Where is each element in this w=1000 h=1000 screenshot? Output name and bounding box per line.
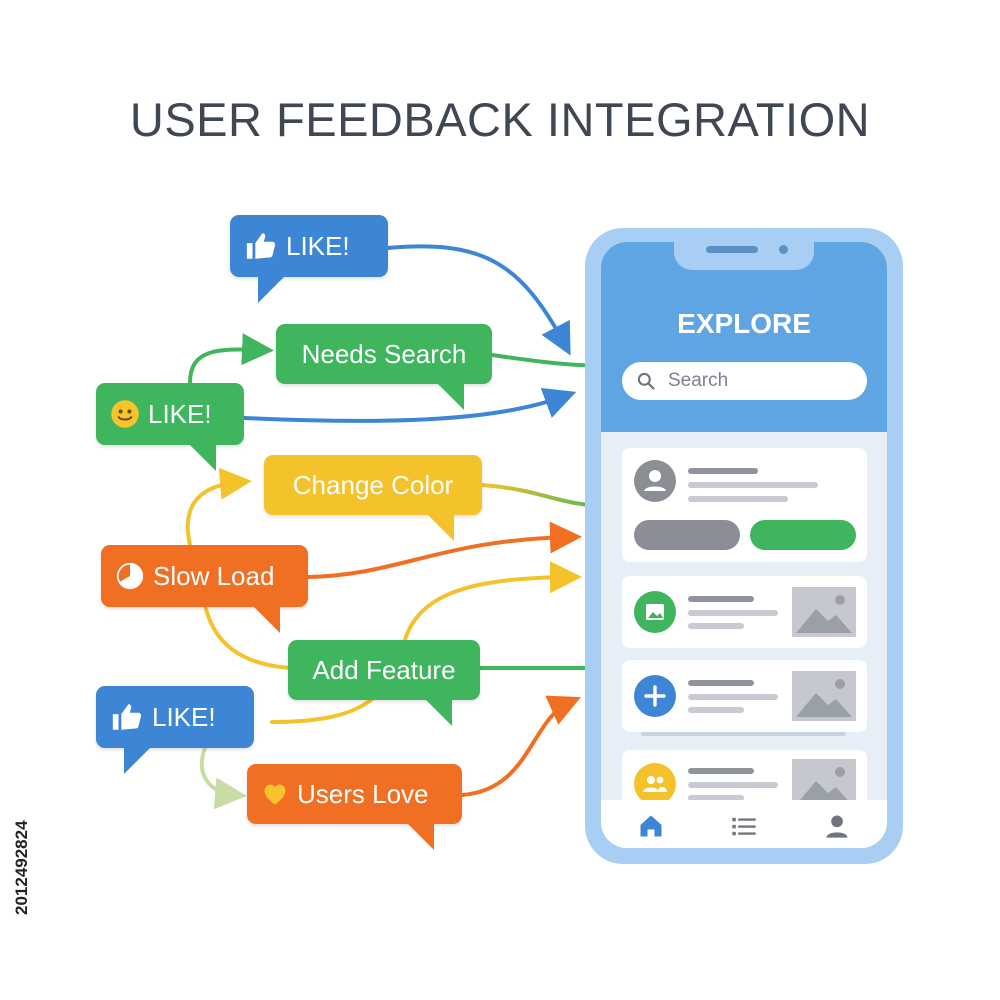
feedback-label: Change Color xyxy=(292,469,454,500)
content-card-profile[interactable] xyxy=(622,448,867,562)
feedback-label: LIKE! xyxy=(148,398,212,429)
text-line xyxy=(688,768,754,774)
text-line xyxy=(688,496,788,502)
feedback-label: Needs Search xyxy=(301,338,467,369)
image-placeholder xyxy=(792,671,856,721)
feedback-add-feature-bubble: Add Feature xyxy=(288,640,480,726)
arrow-slow-to-add-feature xyxy=(203,603,292,670)
phone-speaker xyxy=(706,246,758,253)
arrow-like1-to-phone xyxy=(386,244,571,356)
smiley-icon xyxy=(111,400,139,428)
avatar xyxy=(634,460,676,502)
feedback-label: LIKE! xyxy=(286,230,350,261)
group-badge xyxy=(634,763,676,805)
text-line xyxy=(688,610,778,616)
feedback-slow-load-bubble: Slow Load xyxy=(101,545,308,633)
user-icon xyxy=(644,470,666,491)
arrow-slow-load-to-card xyxy=(306,521,582,579)
thumbs-up-icon xyxy=(246,233,276,259)
image-placeholder xyxy=(792,587,856,637)
search-bar[interactable] xyxy=(622,362,867,400)
list-icon[interactable] xyxy=(730,812,758,840)
feedback-like-bubble-3: LIKE! xyxy=(96,686,254,774)
heart-icon xyxy=(264,784,286,805)
image-icon xyxy=(646,604,664,620)
text-line xyxy=(688,707,744,713)
feedback-like-bubble-1: LIKE! xyxy=(230,215,388,303)
app-header: EXPLORE xyxy=(601,242,887,432)
feedback-label: Users Love xyxy=(297,778,429,809)
stock-id-text: 2012492824 xyxy=(12,820,31,915)
search-input[interactable] xyxy=(666,369,860,393)
feedback-needs-search-bubble: Needs Search xyxy=(276,324,492,410)
text-line xyxy=(688,680,754,686)
text-line xyxy=(688,468,758,474)
thumbs-up-icon xyxy=(112,704,142,730)
phone-camera xyxy=(779,245,788,254)
search-icon xyxy=(637,372,655,390)
feedback-like-bubble-2: LIKE! xyxy=(96,383,244,471)
page-title: USER FEEDBACK INTEGRATION xyxy=(129,93,871,146)
landscape-icon xyxy=(796,767,852,805)
group-icon xyxy=(643,776,667,792)
arrow-users-love-to-card xyxy=(460,695,581,797)
stock-id-watermark: 2012492824 xyxy=(12,820,31,915)
text-line xyxy=(688,782,778,788)
plus-icon xyxy=(644,685,666,707)
arrow-like3-to-users-love xyxy=(199,746,247,810)
app-title: EXPLORE xyxy=(677,308,811,339)
text-line xyxy=(688,596,754,602)
primary-button[interactable] xyxy=(750,520,856,550)
bottom-tab-bar xyxy=(601,800,887,848)
profile-icon[interactable] xyxy=(823,812,851,840)
home-icon[interactable] xyxy=(637,812,665,840)
landscape-icon xyxy=(796,679,852,717)
phone-mockup: EXPLORE xyxy=(585,228,903,864)
arrow-slow-to-change-color xyxy=(185,467,252,547)
arrow-like3-to-card xyxy=(270,561,582,724)
text-line xyxy=(688,482,818,488)
text-line xyxy=(688,623,744,629)
pie-clock-icon xyxy=(116,562,144,590)
content-card-image[interactable] xyxy=(622,576,867,648)
feedback-label: Slow Load xyxy=(153,560,275,591)
secondary-button[interactable] xyxy=(634,520,740,550)
arrow-like2-to-phone xyxy=(243,387,577,423)
arrow-like2-to-needs-search xyxy=(188,333,274,385)
feedback-label: Add Feature xyxy=(312,654,456,685)
image-badge xyxy=(634,591,676,633)
feedback-change-color-bubble: Change Color xyxy=(264,455,482,541)
feedback-label: LIKE! xyxy=(152,701,216,732)
text-line xyxy=(688,795,744,801)
text-line xyxy=(688,694,778,700)
divider xyxy=(641,732,846,736)
landscape-icon xyxy=(796,595,852,633)
content-card-add[interactable] xyxy=(622,660,867,732)
feedback-users-love-bubble: Users Love xyxy=(247,764,462,850)
add-badge[interactable] xyxy=(634,675,676,717)
phone-screen: EXPLORE xyxy=(601,242,887,848)
